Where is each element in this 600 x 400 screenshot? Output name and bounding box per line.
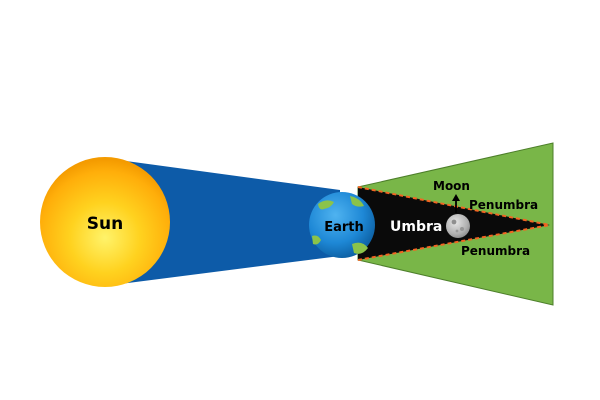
sun [40, 157, 170, 287]
penumbra-bottom-label: Penumbra [461, 244, 530, 258]
sunlight-beam [104, 158, 340, 286]
sun-label: Sun [87, 214, 123, 234]
umbra-label: Umbra [390, 219, 442, 235]
umbra-edge-bottom [357, 224, 551, 261]
earth-label: Earth [324, 220, 364, 235]
moon [446, 214, 470, 238]
moon-label: Moon [433, 179, 470, 193]
penumbra-top-label: Penumbra [469, 198, 538, 212]
umbra-edge-top [357, 186, 551, 226]
moon-arrow-head [452, 194, 460, 201]
earth [309, 192, 375, 258]
